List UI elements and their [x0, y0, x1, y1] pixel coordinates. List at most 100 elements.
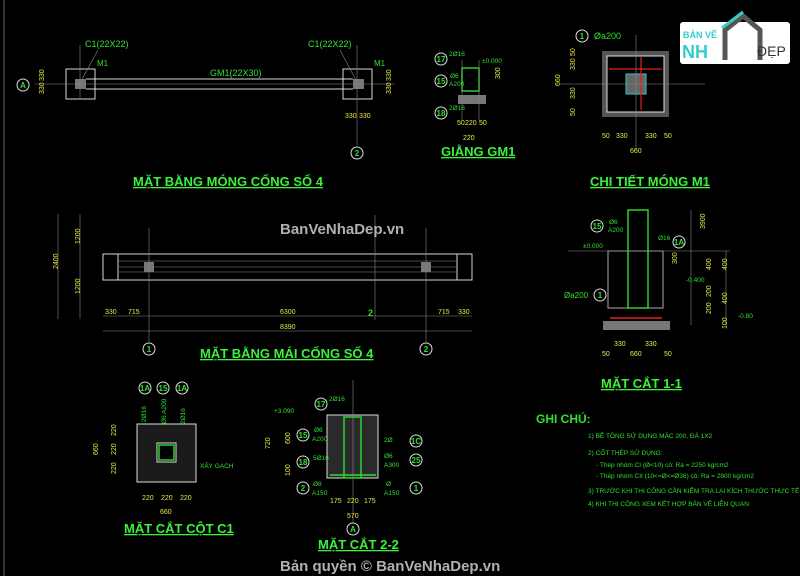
dim: 220 — [347, 498, 359, 505]
plan-foundation-title: MẶT BẰNG MÓNG CỐNG SỐ 4 — [133, 174, 324, 189]
dim: 50 — [457, 120, 465, 127]
note-item: 2) CỐT THÉP SỬ DỤNG: — [588, 447, 663, 457]
dim: 1200 — [75, 228, 82, 244]
dim: 50 — [664, 133, 672, 140]
dim: 3900 — [700, 213, 707, 229]
cut-marker: 2 — [368, 308, 373, 318]
m1-title: CHI TIẾT MÓNG M1 — [590, 174, 710, 189]
tag: 15 — [159, 384, 168, 393]
footing-label-right: M1 — [374, 59, 386, 68]
dim: 400 — [722, 258, 729, 270]
label: Ø8 — [313, 481, 322, 488]
axis-label: 2 — [355, 149, 360, 158]
dim: 300 — [495, 67, 502, 79]
note-item: 3) TRƯỚC KHI THI CÔNG CẦN KIỂM TRA LẠI K… — [588, 485, 800, 495]
dim: 220 — [180, 495, 192, 502]
label: 2Ø16 — [141, 406, 148, 422]
level: -0.400 — [686, 277, 705, 284]
section-c1-title: MẶT CẮT CỘT C1 — [124, 521, 234, 536]
dim: 220 — [111, 443, 118, 455]
dim: 220 — [111, 424, 118, 436]
dim: 330 — [39, 82, 46, 94]
label: Ø6 — [450, 73, 459, 80]
dim: 330 — [359, 113, 371, 120]
tag: 18 — [437, 109, 446, 118]
logo-text: ĐẸP — [757, 43, 786, 59]
dim: 570 — [347, 513, 359, 520]
dim: 330 — [345, 113, 357, 120]
label: A150 — [384, 490, 400, 497]
label: Ø6 — [609, 219, 618, 226]
dim: 220 — [142, 495, 154, 502]
label: 5Ø16 — [313, 455, 329, 462]
dim: 220 — [161, 495, 173, 502]
section-2-2: 17 15 18 1C 25 2 1 2Ø16 Ø6 A200 5Ø16 2Ø … — [265, 380, 423, 552]
section-2-2-title: MẶT CẮT 2-2 — [318, 537, 399, 552]
column-label-right: C1(22X22) — [308, 39, 352, 49]
dim: 200 — [706, 285, 713, 297]
axis-marker-2 — [350, 146, 364, 160]
tag: 15 — [437, 77, 446, 86]
label: XÂY GẠCH — [200, 461, 234, 470]
note-item: 4) KHI THI CÔNG XEM KẾT HỢP BẢN VẼ LIÊN … — [588, 498, 749, 508]
dim: 175 — [330, 498, 342, 505]
brand-logo: BẢN VẼ NH ĐẸP — [680, 10, 790, 64]
column-label-left: C1(22X22) — [85, 39, 129, 49]
tag: 15 — [299, 431, 308, 440]
label: 2Ø — [384, 437, 393, 444]
tag: 1C — [411, 437, 421, 446]
dim: 330 — [458, 309, 470, 316]
label: A150 — [312, 490, 328, 497]
label: 2Ø16 — [180, 408, 187, 424]
label: A200 — [449, 81, 465, 88]
tag: 1A — [140, 384, 150, 393]
dim: 220 — [111, 462, 118, 474]
dim: 50 — [570, 48, 577, 56]
dim: 660 — [93, 443, 100, 455]
dim: 330 — [616, 133, 628, 140]
label: Øa200 — [564, 291, 589, 300]
dim: 330 — [386, 69, 393, 81]
label: A300 — [384, 462, 400, 469]
dim: 600 — [285, 432, 292, 444]
dim: 715 — [438, 309, 450, 316]
label: A200 — [312, 436, 328, 443]
axis-marker-a — [16, 78, 30, 92]
axis-label: A — [20, 81, 26, 90]
m1-detail: 1 Øa200 50 330 330 50 660 50 330 330 50 … — [555, 29, 710, 189]
dim: 50 — [664, 351, 672, 358]
dim: 330 — [614, 341, 626, 348]
dim: 6300 — [280, 309, 296, 316]
label: 2Ø16 — [329, 396, 345, 403]
dim: 50 — [602, 133, 610, 140]
dim: 720 — [265, 437, 272, 449]
dim: 50 — [570, 108, 577, 116]
beam-label: GM1(22X30) — [210, 68, 262, 78]
label: Ø — [386, 481, 391, 488]
label: Ø6 — [384, 453, 393, 460]
label: A200 — [608, 227, 624, 234]
label: Ø16 — [658, 235, 671, 242]
roof-plan-title: MẶT BẰNG MÁI CỐNG SỐ 4 — [200, 346, 374, 361]
notes-heading: GHI CHÚ: — [536, 411, 591, 426]
dim: 50 — [479, 120, 487, 127]
level: ±0.000 — [583, 243, 603, 250]
dim: 300 — [672, 252, 679, 264]
dim: 2400 — [53, 253, 60, 269]
label: 2Ø16 — [449, 105, 465, 112]
tag: 15 — [593, 222, 602, 231]
dim: 220 — [463, 135, 475, 142]
level: ±0.000 — [482, 58, 502, 65]
tag: 2 — [301, 484, 306, 493]
gm1-section: 17 15 18 2Ø16 Ø6 A200 2Ø16 ±0.000 50 220… — [434, 51, 515, 159]
axis-label: A — [350, 525, 356, 534]
tag: 18 — [299, 458, 308, 467]
section-1-1: 15 1A 1 Ø6 A200 Ø16 Øa200 ±0.000 -0.400 … — [564, 209, 753, 391]
plan-foundation: C1(22X22) C1(22X22) M1 M1 GM1(22X30) A 2… — [16, 39, 395, 189]
dim: 175 — [364, 498, 376, 505]
roof-plan: 330 715 6300 715 330 8390 2400 1200 1200… — [53, 214, 473, 361]
dim: 330 — [386, 82, 393, 94]
dim: 330 — [570, 87, 577, 99]
dim: 330 — [645, 341, 657, 348]
tag: 17 — [317, 400, 326, 409]
